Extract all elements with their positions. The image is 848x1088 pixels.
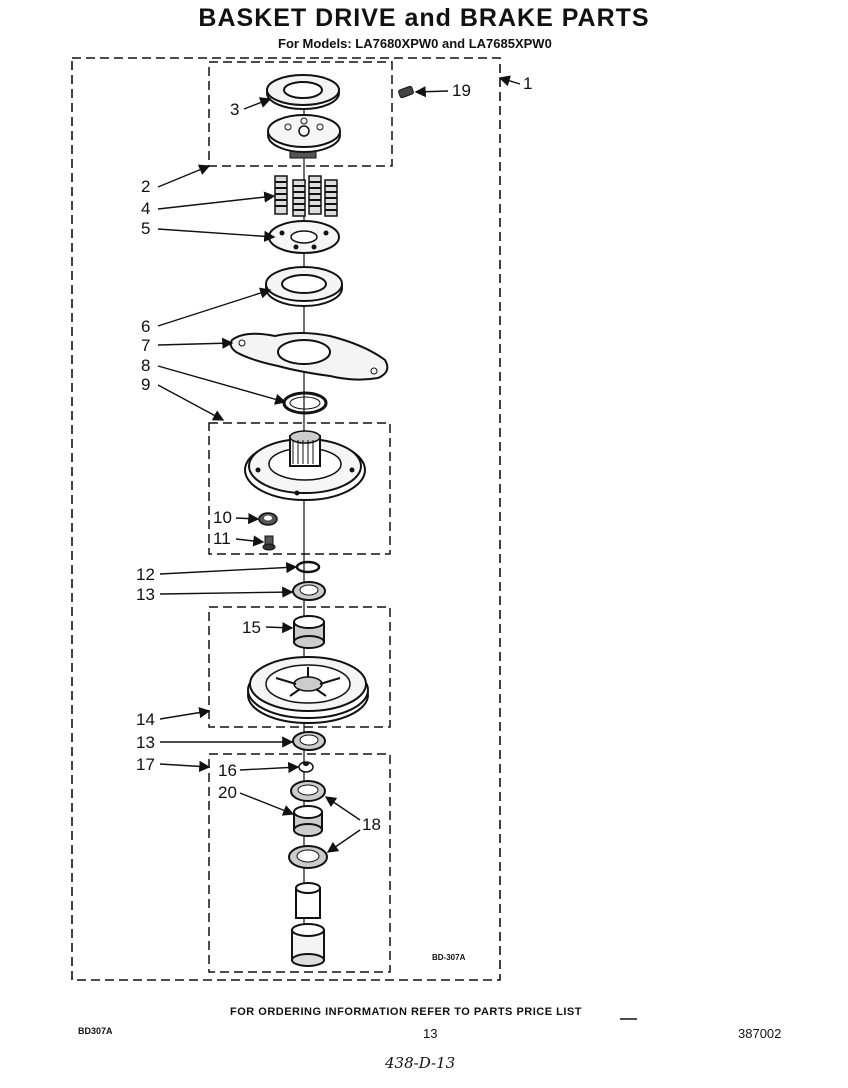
callout-20: 20 <box>218 783 237 802</box>
callout-6: 6 <box>141 317 151 336</box>
subassembly-box-2 <box>208 61 393 167</box>
part-11-screw <box>262 535 276 551</box>
shaft-tube-upper <box>295 882 321 919</box>
callout-9: 9 <box>141 375 151 394</box>
callout-11: 11 <box>213 529 231 548</box>
callout-4: 4 <box>141 199 151 218</box>
assembly-outline <box>71 57 501 981</box>
callout-15: 15 <box>242 618 261 637</box>
subassembly-box-9 <box>208 422 391 555</box>
part-15-sleeve <box>293 615 325 649</box>
part-12-snap-ring <box>295 560 321 574</box>
page-number: 13 <box>423 1026 438 1041</box>
part-9-brake-housing <box>244 430 366 501</box>
part-2-clutch-plate <box>267 114 341 159</box>
part-10-nut <box>258 512 278 526</box>
footer-left-code: BD307A <box>78 1026 113 1036</box>
subassembly-box-14 <box>208 606 391 728</box>
callout-13-upper: 13 <box>136 585 155 604</box>
part-18-seal-upper <box>290 780 326 802</box>
part-7-brake-bracket <box>229 332 389 381</box>
part-13-bearing-upper <box>292 581 326 601</box>
ordering-note: FOR ORDERING INFORMATION REFER TO PARTS … <box>230 1006 582 1018</box>
part-3-washer <box>266 74 340 110</box>
callout-12: 12 <box>136 565 155 584</box>
callout-16: 16 <box>218 761 237 780</box>
callout-5: 5 <box>141 219 151 238</box>
callout-13-lower: 13 <box>136 733 155 752</box>
callout-3: 3 <box>230 100 240 119</box>
part-14-pulley <box>247 656 369 724</box>
callout-7: 7 <box>141 336 151 355</box>
part-13-bearing-lower <box>292 731 326 751</box>
callout-18: 18 <box>362 815 381 834</box>
part-6-brake-lining <box>265 266 343 307</box>
callout-17: 17 <box>136 755 155 774</box>
model-subtitle: For Models: LA7680XPW0 and LA7685XPW0 <box>278 36 552 51</box>
callout-1: 1 <box>523 74 533 93</box>
handwritten-note: 438-D-13 <box>385 1054 456 1072</box>
page-title: BASKET DRIVE and BRAKE PARTS <box>198 4 650 32</box>
shaft-tube-lower <box>291 923 325 967</box>
part-16-cap <box>298 761 314 773</box>
callout-8: 8 <box>141 356 151 375</box>
callout-10: 10 <box>213 508 232 527</box>
callout-14: 14 <box>136 710 155 729</box>
callout-19: 19 <box>452 81 471 100</box>
subassembly-box-17 <box>208 753 391 973</box>
drawing-code: BD-307A <box>432 953 466 962</box>
part-8-retaining-ring <box>282 391 328 415</box>
part-20-bearing <box>293 805 323 837</box>
callout-2: 2 <box>141 177 151 196</box>
part-5-spring-plate <box>268 220 340 254</box>
part-19-pin <box>398 85 414 99</box>
part-4-springs <box>274 175 338 217</box>
part-18-seal-lower <box>288 845 328 869</box>
footer-right-code: 387002 <box>738 1026 782 1041</box>
